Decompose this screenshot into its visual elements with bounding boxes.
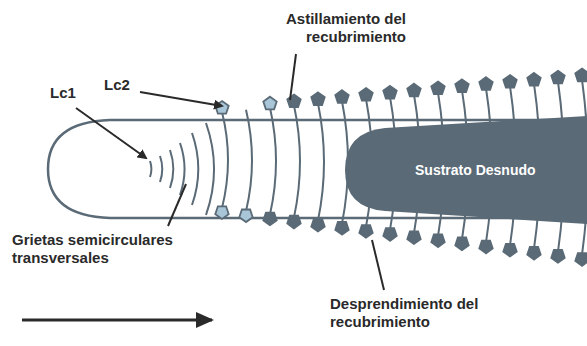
coating-flake — [551, 250, 564, 263]
coating-flake — [383, 228, 396, 241]
coating-flake — [407, 231, 420, 244]
semicircular-crack — [206, 123, 214, 215]
coating-chip — [239, 210, 252, 223]
coating-flake — [527, 247, 540, 260]
delamination-leader — [372, 240, 384, 290]
semicircular-crack — [150, 161, 151, 177]
coating-flake — [455, 238, 468, 251]
coating-flake — [359, 88, 372, 101]
coating-flake — [575, 69, 587, 82]
coating-flake — [503, 244, 516, 257]
coating-flake — [479, 241, 492, 254]
coating-flake — [407, 84, 420, 97]
delamination-label: Desprendimiento del recubrimiento — [330, 295, 510, 331]
coating-chip — [215, 101, 228, 114]
coating-flake — [431, 82, 444, 95]
coating-flake — [551, 71, 564, 84]
transverse-crack — [270, 108, 276, 215]
lc1-label: Lc1 — [50, 84, 76, 102]
coating-flake — [287, 95, 300, 108]
lc1-leader — [76, 108, 146, 158]
transverse-crack — [222, 112, 228, 208]
chipping-label: Astillamiento del recubrimiento — [246, 10, 406, 46]
coating-flake — [527, 73, 540, 86]
coating-flake — [383, 86, 396, 99]
coating-flake — [335, 222, 348, 235]
cracks-leader — [168, 184, 186, 226]
coating-flake — [575, 253, 587, 266]
coating-flake — [479, 77, 492, 90]
coating-flake — [455, 79, 468, 92]
coating-flake — [263, 213, 276, 226]
semicircular-crack — [160, 156, 162, 182]
coating-flake — [359, 225, 372, 238]
semicircular-crack — [170, 150, 173, 188]
direction-arrow — [22, 319, 212, 322]
lc2-leader — [140, 92, 222, 106]
coating-chip — [263, 97, 276, 110]
transverse-crack — [294, 106, 300, 218]
coating-flake — [311, 92, 324, 105]
coating-flake — [503, 75, 516, 88]
coating-flake — [287, 216, 300, 229]
coating-flake — [431, 234, 444, 247]
coating-flake — [335, 90, 348, 103]
lc2-label: Lc2 — [104, 76, 130, 94]
semicircular-crack — [192, 133, 198, 205]
substrate-fill — [345, 116, 587, 224]
cracks-label: Grietas semicirculares transversales — [12, 231, 202, 267]
substrate-label: Sustrato Desnudo — [415, 162, 536, 178]
coating-flake — [311, 219, 324, 232]
chipping-leader — [290, 54, 296, 100]
transverse-crack — [246, 110, 252, 211]
bare-substrate: Sustrato Desnudo — [345, 116, 587, 224]
coating-chip — [215, 206, 228, 219]
